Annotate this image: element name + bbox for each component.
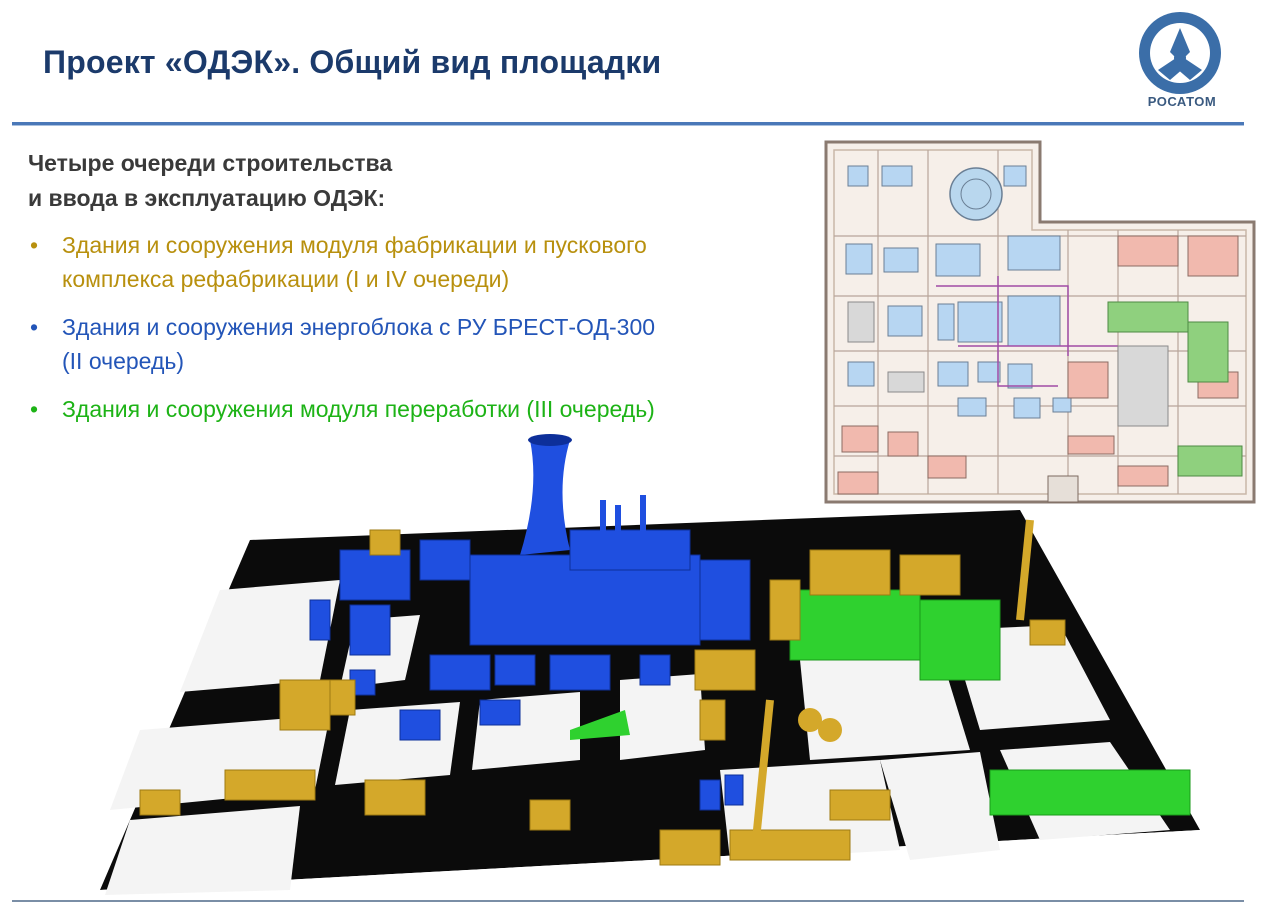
slide-title: Проект «ОДЭК». Общий вид площадки xyxy=(43,44,662,80)
intro-line-2: и ввода в эксплуатацию ОДЭК: xyxy=(28,185,386,211)
header-divider xyxy=(12,122,1244,125)
bullet-power-unit-line2: (II очередь) xyxy=(62,348,185,374)
intro-text: Четыре очереди строительства и ввода в э… xyxy=(28,146,508,216)
bullet-reprocessing-line1: Здания и сооружения модуля переработки (… xyxy=(62,396,655,422)
logo-text: РОСАТОМ xyxy=(1147,94,1217,109)
site-model-image xyxy=(100,434,1205,900)
bullet-power-unit: • Здания и сооружения энергоблока с РУ Б… xyxy=(28,310,828,378)
bullet-dot: • xyxy=(30,314,39,340)
bullet-dot: • xyxy=(30,396,39,422)
intro-line-1: Четыре очереди строительства xyxy=(28,150,393,176)
bullet-dot: • xyxy=(30,232,39,258)
bullet-reprocessing: • Здания и сооружения модуля переработки… xyxy=(28,392,828,426)
rosatom-logo-icon xyxy=(1139,12,1221,94)
footer-divider xyxy=(12,900,1244,902)
bullet-fabrication-line1: Здания и сооружения модуля фабрикации и … xyxy=(62,232,647,258)
bullet-fabrication: • Здания и сооружения модуля фабрикации … xyxy=(28,228,828,296)
header-divider-light xyxy=(12,125,1244,126)
bullet-power-unit-line1: Здания и сооружения энергоблока с РУ БРЕ… xyxy=(62,314,656,340)
site-plan-image xyxy=(818,136,1260,511)
bullet-fabrication-line2: комплекса рефабрикации (I и IV очереди) xyxy=(62,266,510,292)
queue-list: • Здания и сооружения модуля фабрикации … xyxy=(28,228,828,440)
